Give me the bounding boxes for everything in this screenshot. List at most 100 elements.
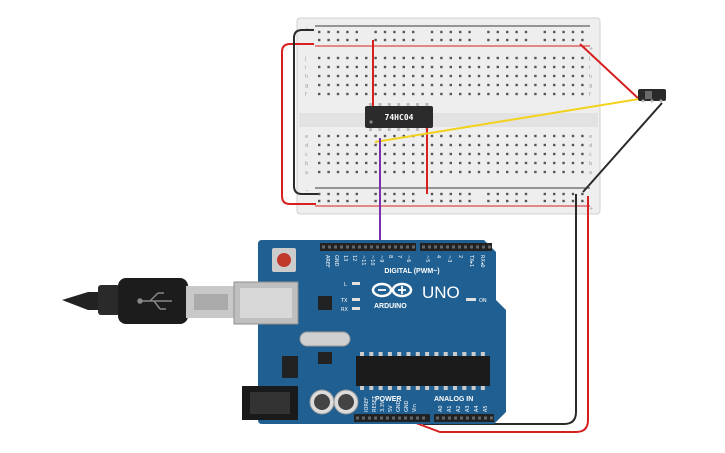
power-pin-label: 5V: [388, 405, 394, 412]
digital-header-right: [420, 243, 492, 251]
header-hole[interactable]: [334, 245, 337, 249]
header-hole[interactable]: [422, 416, 425, 420]
switch-slider[interactable]: [645, 91, 652, 99]
header-hole[interactable]: [382, 245, 385, 249]
header-hole[interactable]: [412, 245, 415, 249]
digital-pin-label: 7: [396, 255, 402, 258]
header-hole[interactable]: [370, 245, 373, 249]
atmega-pin: [406, 352, 411, 356]
header-hole[interactable]: [464, 245, 467, 249]
header-hole[interactable]: [388, 245, 391, 249]
header-hole[interactable]: [490, 416, 493, 420]
header-hole[interactable]: [448, 416, 451, 420]
header-hole[interactable]: [362, 416, 365, 420]
header-hole[interactable]: [446, 245, 449, 249]
header-hole[interactable]: [416, 416, 419, 420]
header-hole[interactable]: [478, 416, 481, 420]
header-hole[interactable]: [380, 416, 383, 420]
header-hole[interactable]: [328, 245, 331, 249]
header-hole[interactable]: [484, 416, 487, 420]
header-hole[interactable]: [406, 245, 409, 249]
atmega-pin: [462, 386, 467, 390]
wire-yellow-signal[interactable]: [374, 97, 646, 143]
atmega-pin: [443, 352, 448, 356]
header-hole[interactable]: [356, 416, 359, 420]
header-hole[interactable]: [472, 416, 475, 420]
atmega-pin: [453, 386, 457, 390]
wire-black-to-gnd[interactable]: [417, 194, 577, 425]
atmega-pin: [397, 352, 402, 356]
ic-74hc04[interactable]: 74HC04: [365, 103, 433, 131]
atmega-pin: [425, 386, 430, 390]
digital-pin-label: ~3: [446, 255, 452, 262]
header-hole[interactable]: [452, 245, 455, 249]
wire-red-to-5v[interactable]: [407, 196, 589, 433]
header-hole[interactable]: [400, 245, 403, 249]
header-hole[interactable]: [428, 245, 431, 249]
header-hole[interactable]: [470, 245, 473, 249]
power-pin-label: GND: [404, 400, 410, 412]
ic-pin: [387, 103, 391, 106]
header-hole[interactable]: [340, 245, 343, 249]
row-letter: b: [305, 161, 308, 167]
header-hole[interactable]: [440, 245, 443, 249]
wire-right-black-from-switch[interactable]: [582, 102, 663, 193]
header-hole[interactable]: [476, 245, 479, 249]
header-hole[interactable]: [358, 245, 361, 249]
slide-switch[interactable]: [638, 89, 666, 103]
header-hole[interactable]: [422, 245, 425, 249]
header-hole[interactable]: [454, 416, 457, 420]
header-hole[interactable]: [392, 416, 395, 420]
plus-sign-top: +: [589, 46, 593, 52]
usb-cable[interactable]: [62, 278, 236, 324]
row-letter: h: [305, 74, 308, 80]
header-hole[interactable]: [394, 245, 397, 249]
header-hole[interactable]: [410, 416, 413, 420]
header-hole[interactable]: [442, 416, 445, 420]
wire-left-red-loop[interactable]: [281, 43, 316, 205]
header-hole[interactable]: [458, 245, 461, 249]
header-hole[interactable]: [436, 416, 439, 420]
header-hole[interactable]: [374, 416, 377, 420]
arduino-logo-text: ARDUINO: [374, 303, 407, 310]
breadboard-holes: [318, 30, 584, 203]
analog-pin-label: A0: [438, 405, 444, 412]
atmega-pin: [471, 352, 476, 356]
header-hole[interactable]: [460, 416, 463, 420]
header-hole[interactable]: [398, 416, 401, 420]
header-hole[interactable]: [434, 245, 437, 249]
header-hole[interactable]: [466, 416, 469, 420]
crystal-oscillator: [299, 331, 351, 347]
power-pin-label: IOREF: [364, 397, 370, 412]
header-hole[interactable]: [346, 245, 349, 249]
header-hole[interactable]: [482, 245, 485, 249]
header-hole[interactable]: [364, 245, 367, 249]
header-hole[interactable]: [376, 245, 379, 249]
atmega-pins: [360, 352, 485, 390]
row-letter: e: [589, 134, 592, 140]
analog-pin-label: A4: [474, 405, 480, 412]
wire-right-red-to-switch[interactable]: [579, 43, 641, 101]
header-hole[interactable]: [368, 416, 371, 420]
header-hole[interactable]: [404, 416, 407, 420]
capacitor-1-top: [314, 394, 330, 410]
row-letter: f: [305, 92, 307, 98]
led-on: [466, 298, 476, 301]
arduino-logo-icon: [371, 282, 413, 298]
usb-strain-relief: [98, 285, 120, 315]
reset-button[interactable]: [277, 253, 291, 267]
wire-left-black-loop[interactable]: [293, 29, 318, 195]
row-letter: i: [305, 65, 306, 71]
led-on-label: ON: [479, 298, 487, 304]
header-hole[interactable]: [488, 245, 491, 249]
header-hole[interactable]: [322, 245, 325, 249]
voltage-regulator: [282, 356, 298, 378]
header-hole[interactable]: [386, 416, 389, 420]
header-hole[interactable]: [352, 245, 355, 249]
ic-pin: [378, 128, 382, 131]
